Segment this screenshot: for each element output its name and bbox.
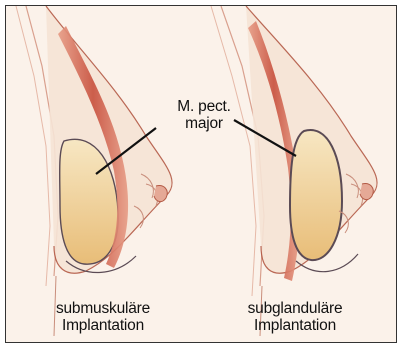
left-caption-line1: submuskuläre <box>36 300 170 317</box>
left-caption-line2: Implantation <box>36 317 170 334</box>
figure-frame: M. pect. major submuskuläre Implantation… <box>5 5 397 343</box>
right-breast-drawing <box>211 6 377 336</box>
left-breast-drawing <box>16 6 172 336</box>
muscle-label-line2: major <box>156 115 252 132</box>
left-caption: submuskuläre Implantation <box>36 300 170 334</box>
right-caption-line2: Implantation <box>228 317 362 334</box>
breast-implant-illustration <box>6 6 397 343</box>
right-caption: subglanduläre Implantation <box>228 300 362 334</box>
right-caption-line1: subglanduläre <box>228 300 362 317</box>
muscle-label-line1: M. pect. <box>156 98 252 115</box>
right-implant <box>290 130 342 260</box>
muscle-label: M. pect. major <box>156 98 252 132</box>
